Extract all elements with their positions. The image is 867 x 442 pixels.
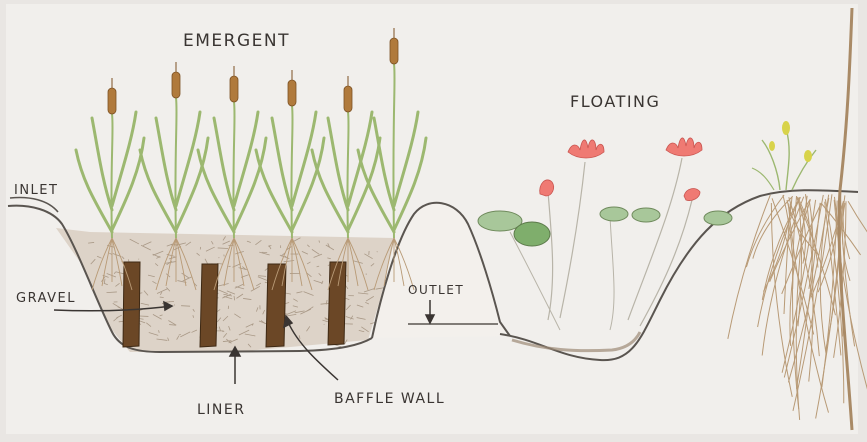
- lily-pad: [632, 208, 660, 222]
- label-floating: FLOATING: [570, 92, 660, 111]
- lily-pad: [704, 211, 732, 225]
- baffle-wall-1: [123, 262, 140, 347]
- label-gravel: GRAVEL: [16, 291, 76, 306]
- lily-pad: [600, 207, 628, 221]
- baffle-wall-4: [328, 262, 346, 345]
- lily-pad: [478, 211, 522, 231]
- lily-pad: [514, 222, 550, 246]
- label-liner: LINER: [197, 402, 245, 418]
- baffle-wall-2: [200, 264, 218, 347]
- label-baffle-wall: BAFFLE WALL: [334, 391, 445, 407]
- label-inlet: INLET: [14, 183, 58, 198]
- label-outlet: OUTLET: [408, 283, 464, 297]
- label-emergent: EMERGENT: [183, 31, 290, 51]
